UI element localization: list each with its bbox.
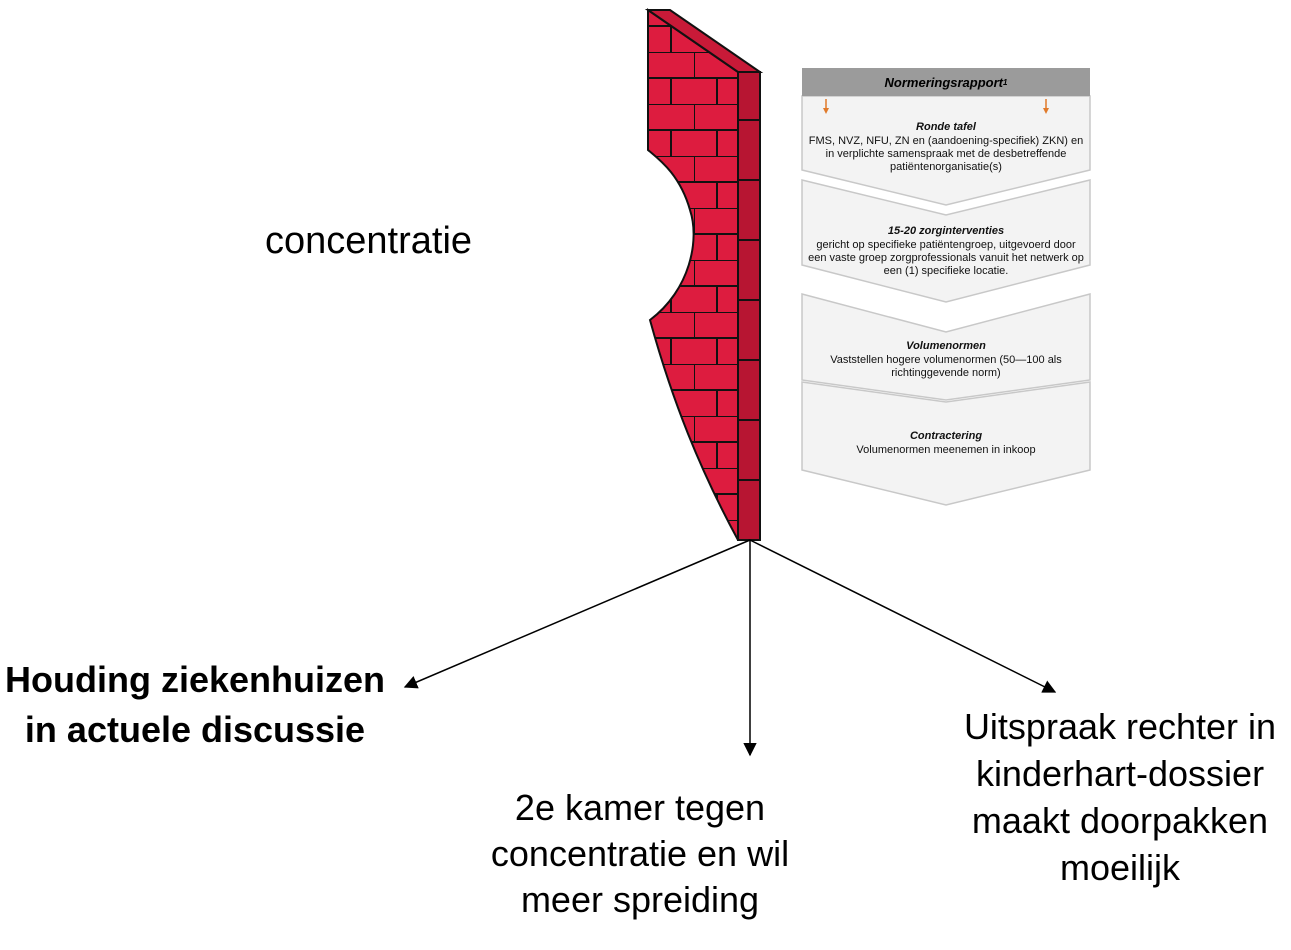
flow-step-title: Ronde tafel (916, 121, 976, 133)
normering-footnote: 1 (1003, 77, 1008, 87)
brick-wall-top (644, 9, 764, 73)
flow-step-ronde-tafel: Ronde tafel FMS, NVZ, NFU, ZN en (aandoe… (802, 121, 1090, 174)
flow-step-title: Volumenormen (906, 340, 986, 352)
flow-step-body: FMS, NVZ, NFU, ZN en (aandoening-specifi… (808, 135, 1084, 173)
outcome-rechter-label: Uitspraak rechter in kinderhart-dossier … (963, 706, 1277, 888)
brick-wall-side (737, 71, 761, 541)
flow-step-body: gericht op specifieke patiëntengroep, ui… (808, 239, 1084, 277)
concentratie-label: concentratie (265, 220, 473, 262)
flow-step-volumenormen: Volumenormen Vaststellen hogere volumeno… (802, 340, 1090, 380)
brick-wall (644, 8, 764, 541)
flow-step-zorginterventies: 15-20 zorginterventies gericht op specif… (802, 225, 1090, 278)
flow-chevron-1 (801, 95, 1091, 206)
outcome-arrows (403, 539, 1057, 757)
flow-step-contractering: Contractering Volumenormen meenemen in i… (802, 430, 1090, 457)
normering-flow (801, 95, 1091, 506)
brick-wall-front (647, 8, 739, 541)
arrow-left (403, 539, 751, 689)
flow-step-title: Contractering (909, 430, 983, 442)
flow-chevron-2 (801, 179, 1091, 303)
flow-step-title: 15-20 zorginterventies (887, 225, 1005, 237)
outcome-houding-label: Houding ziekenhuizen in actuele discussi… (4, 659, 385, 750)
outcome-kamer-label: 2e kamer tegen concentratie en wil meer … (490, 787, 790, 920)
normering-title: Normeringsrapport (884, 74, 1003, 90)
arrow-right (749, 539, 1057, 693)
flow-step-body: Volumenormen meenemen in inkoop (856, 444, 1036, 456)
flow-step-body: Vaststellen hogere volumenormen (50—100 … (830, 354, 1062, 379)
flow-chevron-3 (801, 293, 1091, 401)
flow-chevron-4 (801, 381, 1091, 506)
